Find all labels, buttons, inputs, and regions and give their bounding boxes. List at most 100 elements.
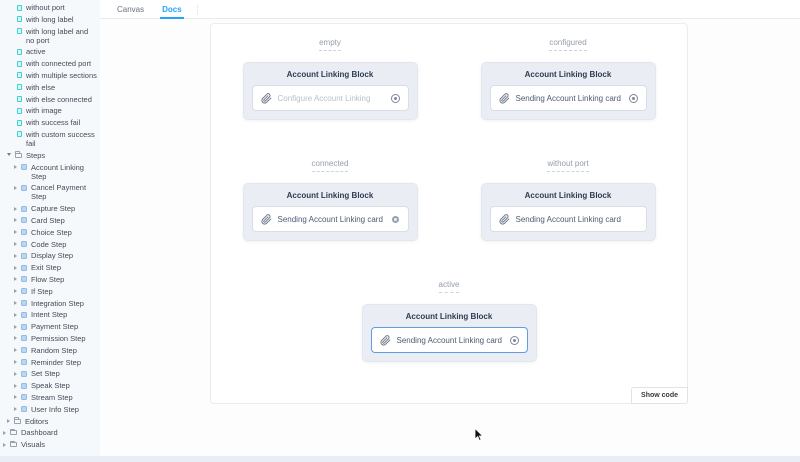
chevron-right-icon — [14, 312, 17, 317]
sidebar-step-item[interactable]: Card Step — [0, 216, 100, 225]
sidebar-item-label: with custom success fail — [26, 129, 95, 148]
sidebar-item-label: If Step — [31, 286, 53, 296]
sidebar-group-steps[interactable]: Steps — [0, 151, 100, 160]
account-linking-block-card: Account Linking Block Sending Account Li… — [242, 183, 418, 241]
story-bookmark-icon — [17, 119, 22, 126]
sidebar-item-label: Account Linking Step — [31, 162, 84, 181]
component-icon — [21, 300, 27, 307]
sidebar-story-item[interactable]: with multiple sections — [0, 71, 100, 80]
sidebar-group-editors[interactable]: Editors — [0, 417, 100, 426]
sidebar-item-label: Payment Step — [31, 322, 79, 332]
story-name-label[interactable]: configured — [549, 38, 587, 51]
block-title: Account Linking Block — [524, 191, 612, 200]
block-row[interactable]: Sending Account Linking card — [489, 85, 647, 111]
story-section: empty Account Linking Block Configure Ac… — [211, 38, 449, 120]
sidebar-step-item[interactable]: Display Step — [0, 251, 100, 260]
story-bookmark-icon — [17, 28, 22, 35]
sidebar-step-item[interactable]: Code Step — [0, 240, 100, 249]
block-row-label: Sending Account Linking card — [277, 214, 383, 224]
port-icon[interactable] — [628, 93, 638, 103]
sidebar-step-item[interactable]: Capture Step — [0, 204, 100, 213]
sidebar-step-item[interactable]: Random Step — [0, 346, 100, 355]
sidebar-step-item[interactable]: Integration Step — [0, 299, 100, 308]
component-icon — [21, 323, 27, 330]
block-row[interactable]: Sending Account Linking card — [489, 206, 647, 232]
sidebar-step-item[interactable]: Account Linking Step — [0, 163, 100, 181]
sidebar-group-label: Steps — [26, 150, 46, 160]
sidebar-step-item[interactable]: Stream Step — [0, 393, 100, 402]
sidebar-item-label: Code Step — [31, 239, 67, 249]
sidebar-item-label: with long label and no port — [26, 26, 89, 45]
sidebar-step-item[interactable]: Flow Step — [0, 275, 100, 284]
sidebar-story-item[interactable]: with else — [0, 83, 100, 92]
account-linking-block-card: Account Linking Block Sending Account Li… — [361, 304, 537, 362]
chevron-right-icon — [14, 185, 17, 190]
sidebar-step-item[interactable]: Exit Step — [0, 263, 100, 272]
sidebar-story-item[interactable]: without port — [0, 3, 100, 12]
sidebar-root-item[interactable]: Visuals — [0, 440, 100, 449]
component-icon — [21, 288, 27, 295]
sidebar-item-label: Stream Step — [31, 392, 73, 402]
tab-docs[interactable]: Docs — [153, 0, 191, 19]
story-sections: empty Account Linking Block Configure Ac… — [211, 24, 687, 362]
account-linking-block-card: Account Linking Block Sending Account Li… — [480, 183, 656, 241]
sidebar-step-item[interactable]: Set Step — [0, 369, 100, 378]
block-row[interactable]: Sending Account Linking card — [370, 327, 528, 353]
folder-icon — [15, 151, 22, 158]
block-row[interactable]: Configure Account Linking — [251, 85, 409, 111]
block-title: Account Linking Block — [286, 70, 374, 79]
block-row[interactable]: Sending Account Linking card — [251, 206, 409, 232]
sidebar-story-item[interactable]: with image — [0, 106, 100, 115]
port-icon[interactable] — [509, 335, 519, 345]
sidebar-story-item[interactable]: with success fail — [0, 118, 100, 127]
sidebar-story-item[interactable]: with long label — [0, 15, 100, 24]
component-icon — [21, 359, 27, 366]
story-name-label[interactable]: empty — [319, 38, 341, 51]
chevron-right-icon — [14, 242, 17, 247]
component-icon — [21, 335, 27, 342]
docs-page: empty Account Linking Block Configure Ac… — [100, 19, 800, 456]
sidebar-root-item[interactable]: Dashboard — [0, 428, 100, 437]
sidebar-step-item[interactable]: If Step — [0, 287, 100, 296]
sidebar-item-label: Flow Step — [31, 274, 65, 284]
component-icon — [21, 164, 27, 171]
sidebar-item-label: with success fail — [26, 118, 81, 128]
component-icon — [21, 347, 27, 354]
chevron-right-icon — [14, 407, 17, 412]
chevron-right-icon — [14, 265, 17, 270]
chevron-right-icon — [14, 301, 17, 306]
component-icon — [21, 241, 27, 248]
story-name-label[interactable]: without port — [547, 159, 589, 172]
sidebar-item-label: Dashboard — [21, 428, 58, 438]
sidebar-item-label: Cancel Payment Step — [31, 183, 87, 202]
port-icon[interactable] — [390, 93, 400, 103]
sidebar-step-item[interactable]: Permission Step — [0, 334, 100, 343]
show-code-button[interactable]: Show code — [631, 387, 688, 404]
chevron-down-icon — [7, 153, 11, 157]
sidebar-step-item[interactable]: Reminder Step — [0, 358, 100, 367]
sidebar-story-item[interactable]: with custom success fail — [0, 130, 100, 148]
sidebar-step-item[interactable]: Cancel Payment Step — [0, 183, 100, 201]
sidebar-story-item[interactable]: with else connected — [0, 95, 100, 104]
sidebar-step-item[interactable]: Payment Step — [0, 322, 100, 331]
sidebar-step-item[interactable]: Intent Step — [0, 310, 100, 319]
sidebar-step-item[interactable]: Choice Step — [0, 228, 100, 237]
story-name-label[interactable]: active — [438, 280, 460, 293]
sidebar-story-item[interactable]: active — [0, 47, 100, 56]
sidebar-story-list: without port with long label with long l… — [0, 3, 100, 148]
sidebar-item-label: Permission Step — [31, 333, 86, 343]
sidebar-story-item[interactable]: with connected port — [0, 59, 100, 68]
chevron-right-icon — [3, 430, 6, 435]
account-linking-block-card: Account Linking Block Configure Account … — [242, 62, 418, 120]
sidebar-step-item[interactable]: User Info Step — [0, 405, 100, 414]
story-name-label[interactable]: connected — [311, 159, 349, 172]
chevron-right-icon — [14, 206, 17, 211]
port-icon[interactable] — [391, 215, 399, 223]
sidebar-item-label: Random Step — [31, 345, 77, 355]
chevron-right-icon — [14, 371, 17, 376]
sidebar-story-item[interactable]: with long label and no port — [0, 27, 100, 45]
paperclip-icon — [260, 92, 271, 104]
sidebar-step-item[interactable]: Speak Step — [0, 381, 100, 390]
tab-canvas[interactable]: Canvas — [117, 4, 145, 14]
